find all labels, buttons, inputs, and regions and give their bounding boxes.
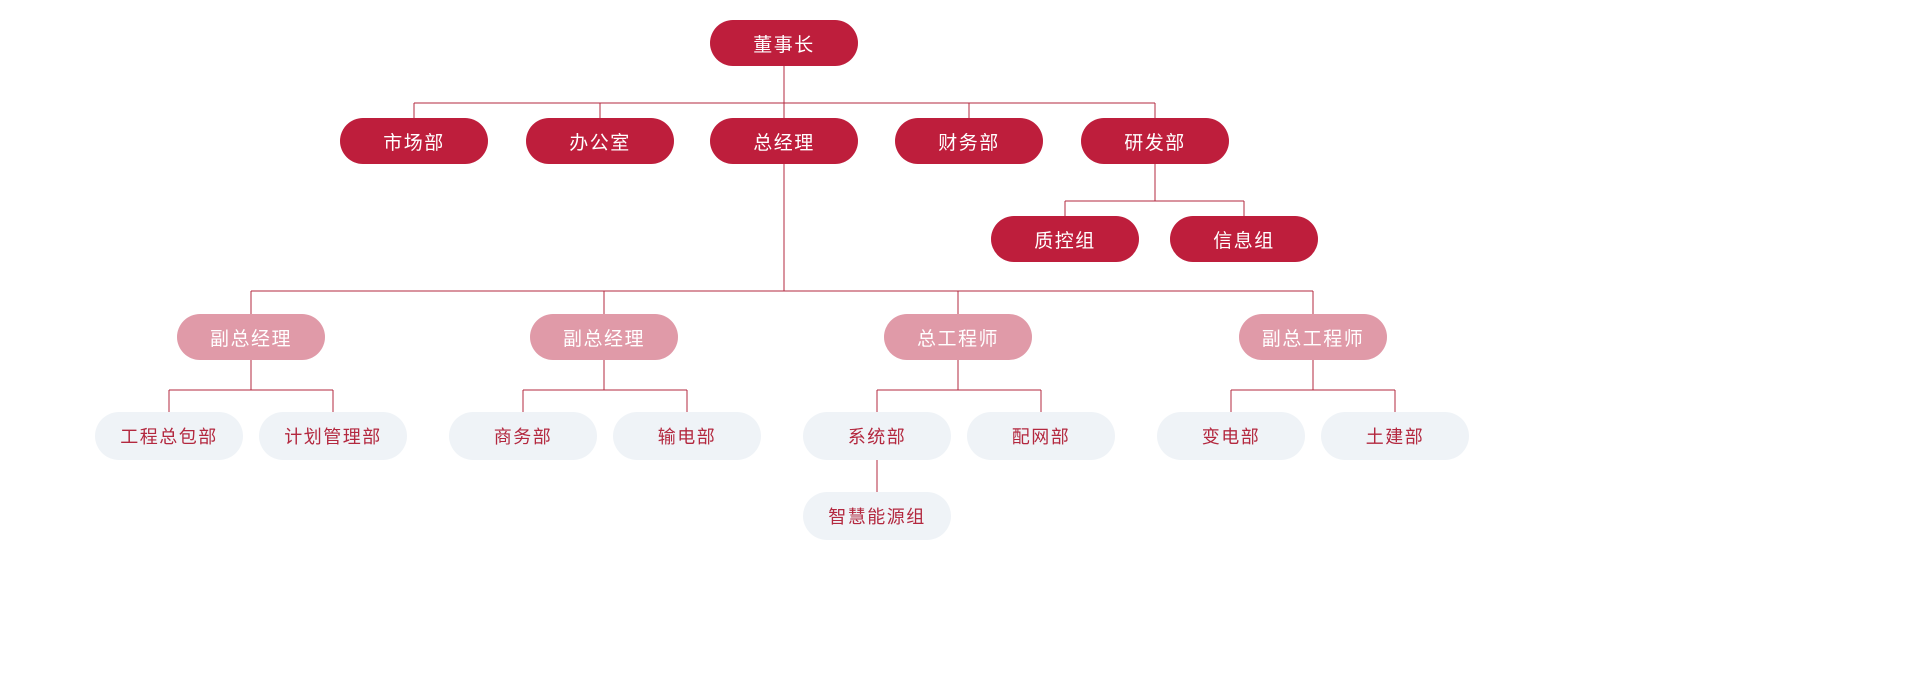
node-epc-dept[interactable]: 工程总包部	[95, 412, 243, 460]
node-office-label: 办公室	[569, 132, 631, 154]
node-chief-engineer-label: 总工程师	[916, 328, 999, 350]
node-marketing-dept-label: 市场部	[383, 132, 445, 154]
node-civil-engineering-dept-label: 土建部	[1365, 427, 1425, 447]
node-deputy-chief-engineer[interactable]: 副总工程师	[1239, 314, 1387, 360]
node-substation-dept[interactable]: 变电部	[1157, 412, 1305, 460]
node-finance-dept[interactable]: 财务部	[895, 118, 1043, 164]
node-chief-engineer[interactable]: 总工程师	[884, 314, 1032, 360]
node-commerce-dept-label: 商务部	[493, 427, 553, 447]
node-deputy-chief-engineer-label: 副总工程师	[1261, 328, 1365, 350]
node-information-group-label: 信息组	[1213, 230, 1275, 252]
node-transmission-dept-label: 输电部	[657, 427, 717, 447]
node-deputy-general-manager-2[interactable]: 副总经理	[530, 314, 678, 360]
node-system-dept-label: 系统部	[847, 427, 907, 447]
node-distribution-network-dept-label: 配网部	[1011, 427, 1071, 447]
node-substation-dept-label: 变电部	[1201, 427, 1261, 447]
node-quality-control-group[interactable]: 质控组	[991, 216, 1139, 262]
node-commerce-dept[interactable]: 商务部	[449, 412, 597, 460]
node-transmission-dept[interactable]: 输电部	[613, 412, 761, 460]
node-deputy-general-manager-1[interactable]: 副总经理	[177, 314, 325, 360]
node-finance-dept-label: 财务部	[938, 132, 1000, 154]
node-planning-management-dept-label: 计划管理部	[284, 427, 382, 447]
node-rnd-dept-label: 研发部	[1124, 132, 1186, 154]
node-chairman[interactable]: 董事长	[710, 20, 858, 66]
node-distribution-network-dept[interactable]: 配网部	[967, 412, 1115, 460]
node-epc-dept-label: 工程总包部	[120, 427, 218, 447]
node-chairman-label: 董事长	[753, 34, 815, 56]
node-information-group[interactable]: 信息组	[1170, 216, 1318, 262]
node-smart-energy-group-label: 智慧能源组	[828, 507, 926, 527]
node-deputy-general-manager-1-label: 副总经理	[209, 328, 292, 350]
node-deputy-general-manager-2-label: 副总经理	[562, 328, 645, 350]
node-civil-engineering-dept[interactable]: 土建部	[1321, 412, 1469, 460]
node-system-dept[interactable]: 系统部	[803, 412, 951, 460]
node-general-manager[interactable]: 总经理	[710, 118, 858, 164]
node-marketing-dept[interactable]: 市场部	[340, 118, 488, 164]
node-general-manager-label: 总经理	[753, 132, 815, 154]
node-office[interactable]: 办公室	[526, 118, 674, 164]
node-quality-control-group-label: 质控组	[1034, 230, 1096, 252]
node-smart-energy-group[interactable]: 智慧能源组	[803, 492, 951, 540]
node-planning-management-dept[interactable]: 计划管理部	[259, 412, 407, 460]
node-rnd-dept[interactable]: 研发部	[1081, 118, 1229, 164]
